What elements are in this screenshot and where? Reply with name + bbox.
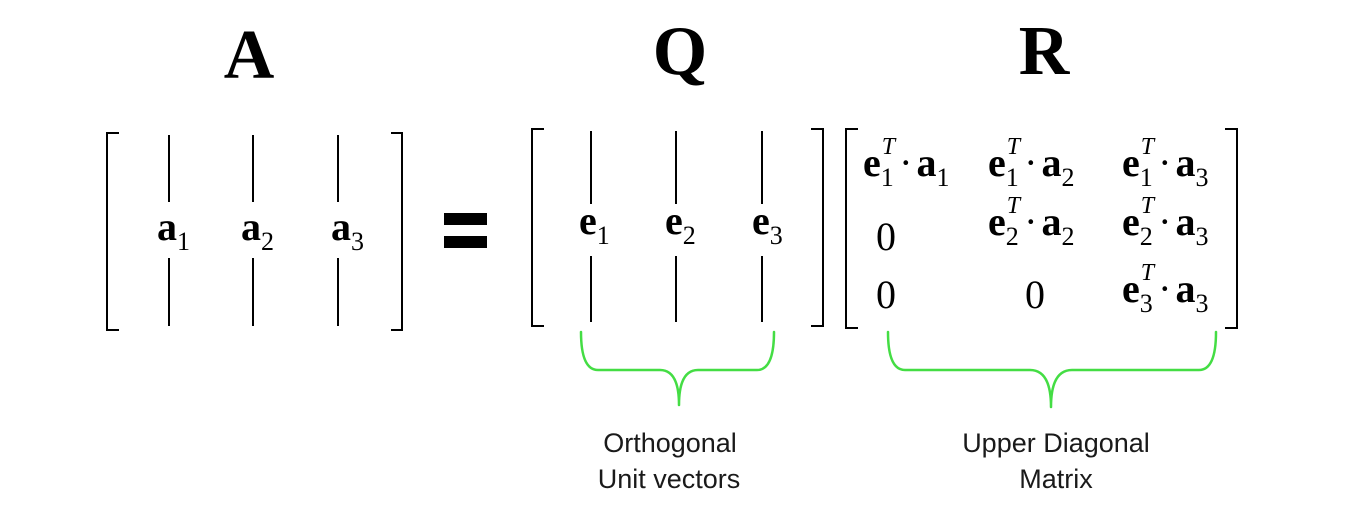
r-caption-line-1: Upper Diagonal xyxy=(962,428,1150,458)
matrix-q-column-2: e2 xyxy=(665,198,696,250)
q-caption-line-1: Orthogonal xyxy=(603,428,737,458)
matrix-q-right-bracket xyxy=(811,128,824,327)
matrix-r-entry-1-2: e1T·a2 xyxy=(988,134,1074,192)
equals-sign xyxy=(444,213,487,248)
r-caption-line-2: Matrix xyxy=(1019,464,1093,494)
matrix-r-right-bracket xyxy=(1225,128,1238,329)
matrix-a-column-3: a3 xyxy=(331,204,364,256)
matrix-a-column-1: a1 xyxy=(157,204,190,256)
matrix-r-entry-1-3: e1T·a3 xyxy=(1122,134,1208,192)
matrix-r-entry-3-3: e3T·a3 xyxy=(1122,260,1208,318)
matrix-r-entry-2-2: e2T·a2 xyxy=(988,193,1074,251)
label-matrix-a: A xyxy=(224,17,275,94)
matrix-a-left-bracket xyxy=(106,132,119,331)
matrix-r-entry-2-3: e2T·a3 xyxy=(1122,193,1208,251)
r-brace-icon xyxy=(886,330,1218,409)
matrix-r-zero-3-2: 0 xyxy=(1025,272,1045,317)
matrix-a-column-2: a2 xyxy=(241,204,274,256)
q-caption-line-2: Unit vectors xyxy=(598,464,741,494)
label-matrix-q: Q xyxy=(653,13,707,90)
matrix-a-right-bracket xyxy=(391,132,403,331)
label-matrix-r: R xyxy=(1019,13,1071,90)
q-brace-icon xyxy=(579,330,776,407)
matrix-r-zero-2-1: 0 xyxy=(876,214,896,259)
matrix-q-left-bracket xyxy=(531,128,544,327)
matrix-r-entry-1-1: Te1T·a1 xyxy=(863,134,949,192)
matrix-q-column-1: e1 xyxy=(579,198,610,250)
matrix-q-column-3: e3 xyxy=(752,198,783,250)
matrix-r-left-bracket xyxy=(845,128,858,329)
matrix-r-zero-3-1: 0 xyxy=(876,272,896,317)
